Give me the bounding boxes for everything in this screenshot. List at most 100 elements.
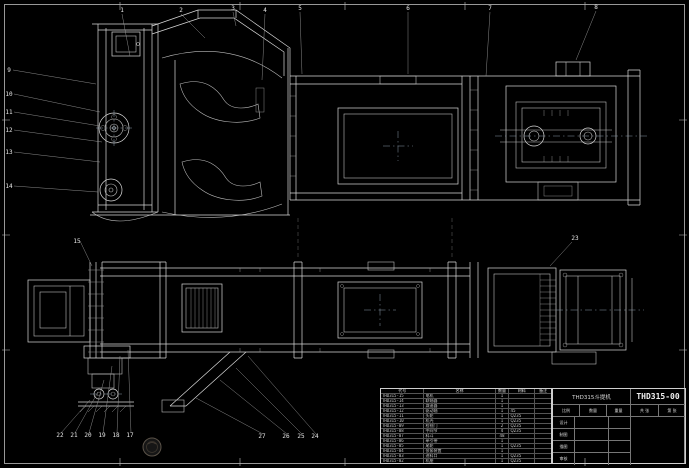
table-cell-code: THD315-09 (381, 424, 425, 428)
header-rem: 备注 (539, 389, 548, 393)
table-cell-code: THD315-05 (381, 444, 425, 448)
callout-number: 11 (5, 109, 13, 116)
table-cell-code: THD315-10 (381, 419, 425, 423)
sig-design-value (575, 417, 609, 429)
drive-section (470, 61, 648, 206)
table-cell-qty: 1 (496, 439, 510, 443)
table-cell-code: THD315-02 (381, 459, 425, 463)
callout-number: 18 (112, 432, 120, 439)
table-cell-mat (509, 439, 536, 443)
sig-check-label: 审核 (553, 453, 575, 465)
sig-draft-label: 制图 (553, 429, 575, 441)
callout-number: 5 (298, 5, 302, 12)
table-cell-code: THD315-08 (381, 429, 425, 433)
chute (161, 351, 247, 413)
leader-lines (12, 10, 597, 435)
table-cell-mat (509, 394, 536, 398)
sig-design-date (609, 417, 631, 429)
table-cell-name: 进料口 (424, 454, 496, 458)
callout-number: 14 (5, 183, 13, 190)
callout-number: 23 (571, 235, 579, 242)
parts-table-header: 代号 名称 数量 材料 备注 (381, 389, 551, 393)
sig-check-date (609, 453, 631, 465)
plan-view (27, 261, 644, 413)
table-cell-mat (509, 404, 536, 408)
sig-trace-value (575, 441, 609, 453)
boot-pulley (96, 110, 132, 202)
callout-number: 10 (5, 91, 13, 98)
table-cell-name: 头轮 (424, 414, 496, 418)
table-cell-name: 联轴器 (424, 399, 496, 403)
boot-plan (27, 279, 91, 343)
table-cell-code: THD315-15 (381, 394, 425, 398)
callout-number: 2 (179, 7, 183, 14)
table-cell-qty: 1 (496, 414, 510, 418)
side-view (90, 9, 648, 222)
middle-casing (289, 75, 471, 201)
header-mat: 材料 (509, 389, 536, 393)
table-cell-qty: 4 (496, 429, 510, 433)
callout-number: 4 (263, 7, 267, 14)
sig-draft-date (609, 429, 631, 441)
table-cell-name: 机座 (424, 459, 496, 463)
qty-label: 数量 (580, 405, 607, 417)
header-code: 代号 (381, 389, 425, 393)
callout-number: 27 (258, 433, 266, 440)
table-cell-mat: 45 (509, 409, 536, 413)
sig-draft-value (575, 429, 609, 441)
table-cell-mat (509, 434, 536, 438)
table-cell-qty: 1 (496, 454, 510, 458)
drawing-number: THD315-00 (631, 389, 685, 405)
callout-number: 26 (282, 433, 290, 440)
sheet-no-label: 第 张 (659, 405, 685, 417)
table-cell-code: THD315-11 (381, 414, 425, 418)
supports (78, 345, 134, 413)
table-cell-mat: Q235 (509, 459, 536, 463)
table-cell-qty: 48 (496, 434, 510, 438)
title-block: THD315斗提机 THD315-00 比例 数量 重量 共 张 第 张 设计 … (552, 388, 686, 465)
table-cell-mat: Q235 (509, 429, 536, 433)
callout-number: 21 (70, 432, 78, 439)
table-cell-mat: Q235 (509, 424, 536, 428)
table-cell-qty: 1 (496, 399, 510, 403)
sig-trace-date (609, 441, 631, 453)
table-cell-qty: 1 (496, 459, 510, 463)
table-cell-code: THD315-13 (381, 404, 425, 408)
table-cell-name: 牵引带 (424, 439, 496, 443)
weight-label: 重量 (607, 405, 631, 417)
table-cell-name: 检视门 (424, 424, 496, 428)
louver-window (181, 283, 223, 333)
table-cell-name: 尾轮 (424, 444, 496, 448)
callout-number: 7 (488, 5, 492, 12)
drawing-title: THD315斗提机 (553, 389, 631, 405)
table-cell-mat: Q235 (509, 454, 536, 458)
table-cell-name: 电机 (424, 394, 496, 398)
callout-number: 20 (84, 432, 92, 439)
projection-lines (297, 218, 453, 258)
table-cell-mat: Q235 (509, 444, 536, 448)
table-cell-rem (535, 459, 551, 463)
table-cell-code: THD315-04 (381, 449, 425, 453)
drive-plan (469, 262, 644, 365)
table-cell-name: 中间节 (424, 429, 496, 433)
callout-number: 8 (594, 4, 598, 11)
table-cell-qty: 2 (496, 424, 510, 428)
buckets (90, 48, 290, 218)
